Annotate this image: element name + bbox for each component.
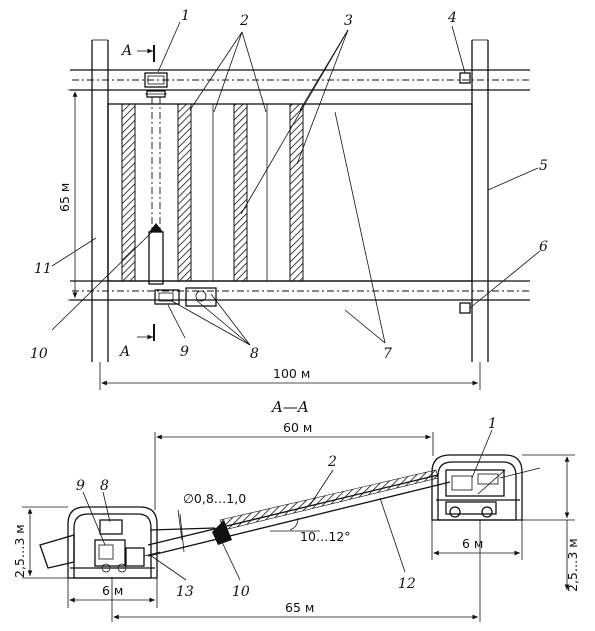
right-raise <box>471 39 489 362</box>
dim-hole-diameter: ∅0,8…1,0 <box>183 491 246 506</box>
top-drift <box>70 69 530 91</box>
plan-label-9: 9 <box>180 344 189 360</box>
plan-label-2: 2 <box>239 13 249 29</box>
dim-left-width: 6 м <box>102 583 123 598</box>
section-view: A—A <box>12 398 580 622</box>
reamer-section <box>212 520 232 545</box>
dim-left-height: 2,5…3 м <box>12 524 27 578</box>
drill-rig-top <box>144 72 168 98</box>
section-label-12: 12 <box>398 576 416 592</box>
left-raise <box>91 39 109 362</box>
section-label-2: 2 <box>327 454 337 470</box>
section-label-13: 13 <box>176 584 194 600</box>
small-box-6 <box>459 302 471 314</box>
inclined-hole <box>147 469 451 557</box>
upper-drift-section <box>431 454 541 521</box>
section-label-8: 8 <box>100 478 109 494</box>
plan-label-1: 1 <box>181 8 190 24</box>
dim-section-top-length: 60 м <box>283 420 312 435</box>
plan-label-10: 10 <box>30 346 48 362</box>
plan-label-5: 5 <box>539 158 548 174</box>
plan-view: A A 65 м 100 м 1 2 3 4 <box>30 8 548 390</box>
dim-right-height: 2,5…3 м <box>565 538 580 592</box>
plan-label-4: 4 <box>447 10 457 26</box>
dim-bottom-length: 65 м <box>285 600 314 615</box>
dim-plan-width: 100 м <box>273 366 310 381</box>
chamber-2 <box>177 103 192 282</box>
small-box-4 <box>459 72 471 84</box>
chamber-1 <box>121 103 136 282</box>
section-title: A—A <box>270 398 309 416</box>
dim-plan-height: 65 м <box>57 183 72 212</box>
section-label-10: 10 <box>232 584 250 600</box>
dim-right-width: 6 м <box>462 536 483 551</box>
section-mark-bottom: A <box>118 344 130 360</box>
plan-label-6: 6 <box>539 239 548 255</box>
plan-label-7: 7 <box>383 346 392 362</box>
plan-label-8: 8 <box>250 346 259 362</box>
dim-angle: 10…12° <box>300 529 351 544</box>
chamber-4 <box>289 103 304 282</box>
section-label-9: 9 <box>76 478 85 494</box>
plan-label-3: 3 <box>344 13 353 29</box>
section-mark-top: A <box>120 43 132 59</box>
reamer-plan <box>148 231 164 285</box>
plan-label-11: 11 <box>34 261 52 277</box>
bottom-drift <box>70 280 530 301</box>
lower-drift-section <box>39 506 161 579</box>
section-label-1: 1 <box>488 416 497 432</box>
chamber-3 <box>233 103 248 282</box>
loader-equipment <box>154 287 217 307</box>
